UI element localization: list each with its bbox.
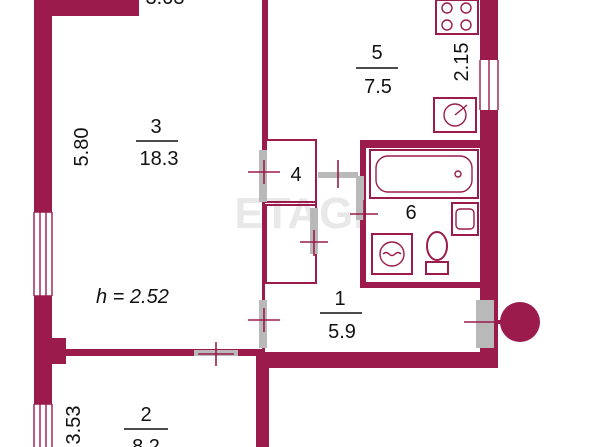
window-room-3 xyxy=(33,211,53,297)
bathtub-icon xyxy=(369,149,479,199)
dimension-room-2-height: 3.53 xyxy=(63,406,85,445)
room-1-number: 1 xyxy=(334,288,345,310)
stove-icon xyxy=(435,0,479,35)
entrance-marker xyxy=(498,302,540,342)
door-room-3 xyxy=(259,150,267,202)
room-6-number: 6 xyxy=(405,202,416,224)
entrance-dot-icon xyxy=(500,302,540,342)
wall-bottom-room-1 xyxy=(256,352,498,368)
window-room-2 xyxy=(33,403,53,447)
room-5-number: 5 xyxy=(371,42,382,64)
room-3-area: 18.3 xyxy=(140,148,179,170)
wall-3-2 xyxy=(52,349,264,356)
wall-column xyxy=(52,338,66,364)
labels: 3.03 3 18.3 5 7.5 4 6 1 5.9 2 8.2 h = 2.… xyxy=(63,0,473,447)
kitchen-fixtures xyxy=(433,0,479,133)
bathroom-room-6 xyxy=(360,140,484,288)
windows xyxy=(33,60,499,447)
dimension-kitchen-width: 2.15 xyxy=(451,43,473,82)
ceiling-height-label: h = 2.52 xyxy=(96,286,169,308)
wall-partition-3-5 xyxy=(262,0,268,140)
room-2-area: 8.2 xyxy=(132,436,160,447)
wall-room-2-right xyxy=(256,352,269,447)
wall-partition-3-1 xyxy=(262,140,265,352)
room-2-number: 2 xyxy=(140,404,151,426)
window-kitchen xyxy=(479,60,499,110)
door-room-6 xyxy=(356,176,364,220)
dimension-room-3-height: 5.80 xyxy=(71,128,93,167)
sink-icon xyxy=(451,202,479,236)
door-ticks xyxy=(198,160,498,366)
door-room-1 xyxy=(259,300,267,348)
wall-right-exterior xyxy=(480,0,498,352)
room-3-number: 3 xyxy=(150,116,161,138)
wall-top-left xyxy=(34,0,139,16)
top-cut-label: 3.03 xyxy=(146,0,185,9)
washing-machine-icon xyxy=(371,233,413,275)
watermark-text: ETAGI xyxy=(234,189,365,238)
kitchen-sink-icon xyxy=(433,97,477,133)
door-entrance xyxy=(476,300,494,348)
room-1-area: 5.9 xyxy=(328,321,356,343)
toilet-icon xyxy=(425,231,449,275)
room-4-number: 4 xyxy=(290,164,301,186)
room-5-area: 7.5 xyxy=(364,76,392,98)
